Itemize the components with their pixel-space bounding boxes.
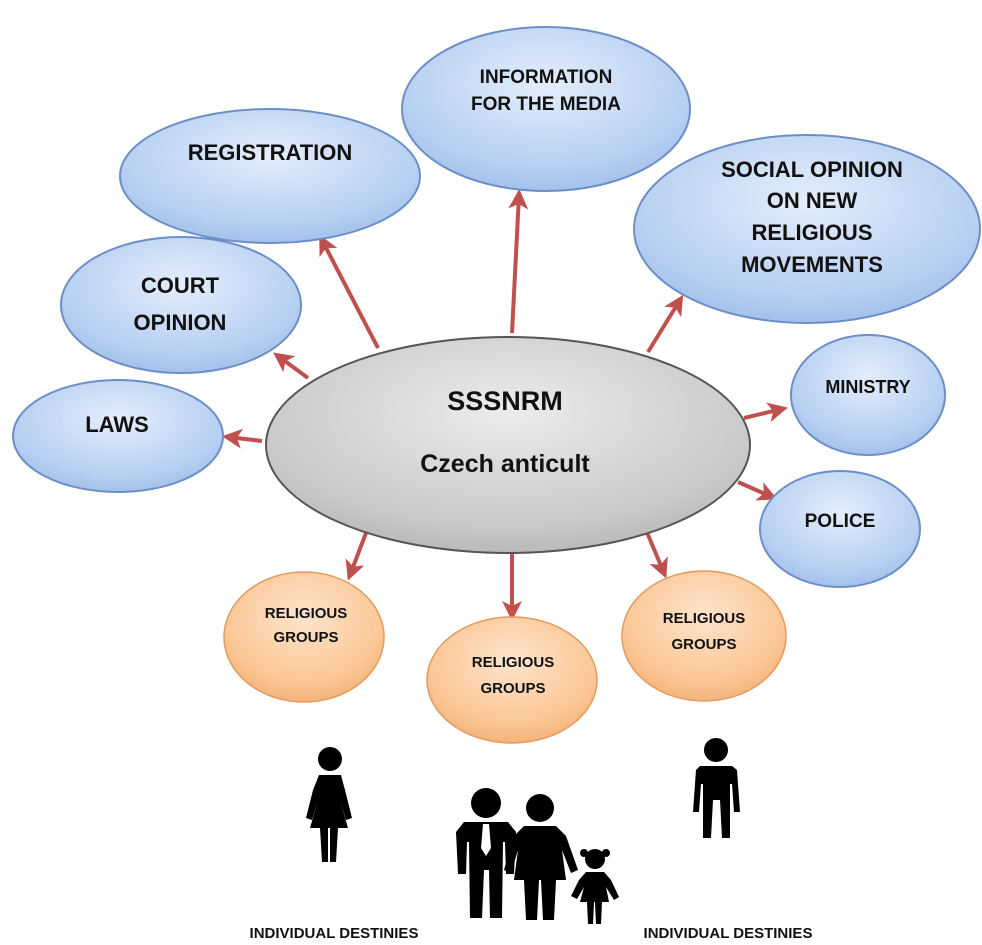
group-left-line2: GROUPS [273,629,338,646]
arrow-to-social-opinion [646,294,684,354]
footer-label-left: INDIVIDUAL DESTINIES [250,925,419,942]
social-label-line1: SOCIAL OPINION [721,157,903,182]
arrow-to-groups-right [644,529,668,579]
node-center: SSSNRM Czech anticult [265,336,751,554]
woman-icon [306,747,352,862]
node-registration: REGISTRATION [119,108,421,244]
center-title: SSSNRM [447,386,563,416]
media-label-line2: FOR THE MEDIA [471,94,621,115]
node-religious-groups-right: RELIGIOUS GROUPS [621,570,787,702]
social-label-line2: ON NEW [767,188,858,213]
node-police: POLICE [759,470,921,588]
social-label-line4: MOVEMENTS [741,252,883,277]
node-religious-groups-left: RELIGIOUS GROUPS [223,571,385,703]
arrow-to-laws [222,428,263,449]
social-label-line3: RELIGIOUS [751,220,872,245]
arrow-to-court-opinion [273,352,310,380]
group-right-line1: RELIGIOUS [663,610,746,627]
node-social-opinion: SOCIAL OPINION ON NEW RELIGIOUS MOVEMENT… [633,134,981,324]
police-label: POLICE [805,511,876,532]
media-label-line1: INFORMATION [480,67,613,88]
node-ministry: MINISTRY [790,334,946,456]
family-icon [456,788,619,924]
group-middle-line2: GROUPS [480,680,545,697]
laws-label: LAWS [85,412,149,437]
arrow-to-media [508,189,529,334]
arrow-to-ministry [743,402,788,422]
arrows [222,189,788,621]
court-label-line2: OPINION [134,310,227,335]
ministry-label: MINISTRY [825,377,910,397]
registration-label: REGISTRATION [188,140,353,165]
arrow-to-registration [319,234,380,349]
group-right-line2: GROUPS [671,636,736,653]
footer-label-right: INDIVIDUAL DESTINIES [644,925,813,942]
arrow-to-groups-left [345,532,368,581]
node-religious-groups-middle: RELIGIOUS GROUPS [426,616,598,744]
group-middle-line1: RELIGIOUS [472,654,555,671]
node-laws: LAWS [12,379,224,493]
man-icon [693,738,740,838]
arrow-to-police [737,480,778,501]
node-media: INFORMATION FOR THE MEDIA [401,26,691,192]
center-subtitle: Czech anticult [420,450,590,478]
group-left-line1: RELIGIOUS [265,605,348,622]
court-label-line1: COURT [141,273,220,298]
node-court-opinion: COURT OPINION [60,236,302,374]
